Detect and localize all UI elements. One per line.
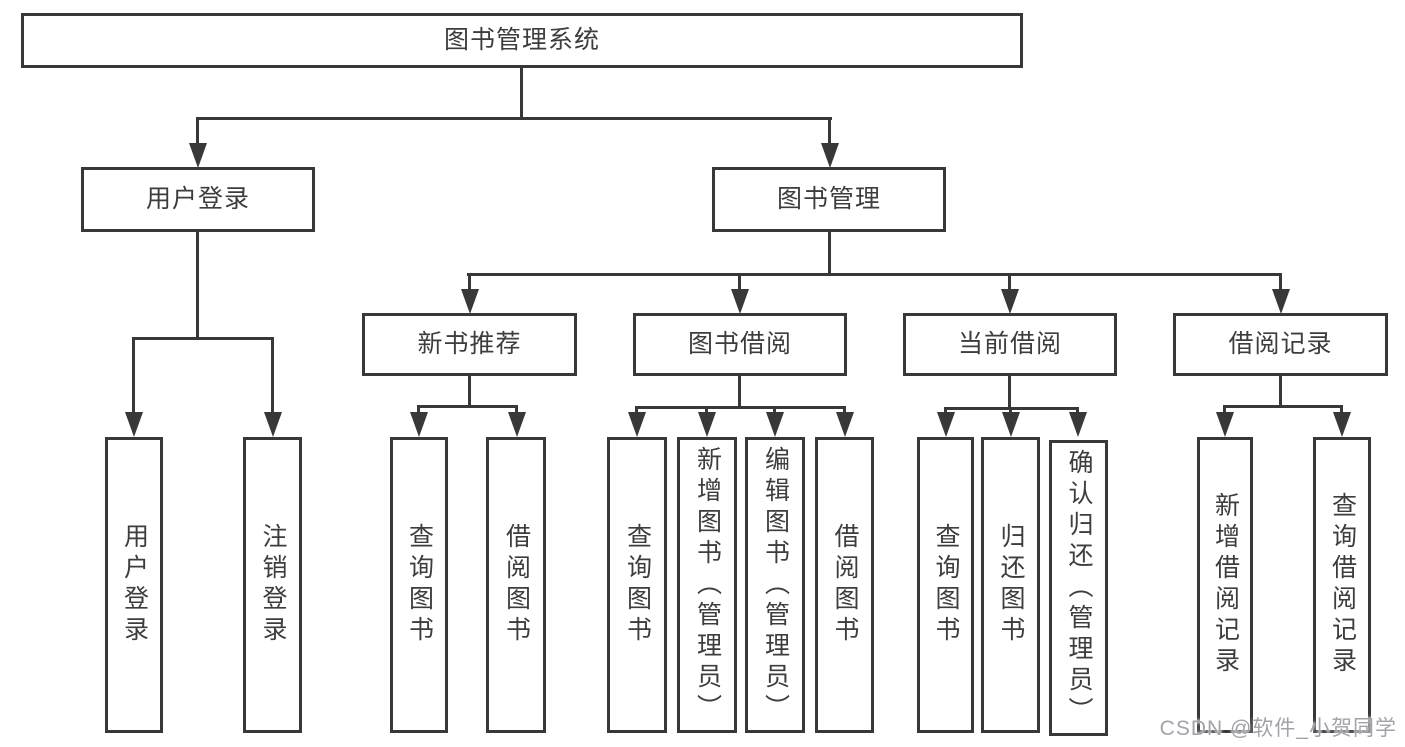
connector-records-bus (1223, 405, 1343, 408)
arrow-leaf-borrow-2 (836, 412, 854, 437)
connector-leaf9-stem (944, 407, 947, 415)
connector-root-stem (520, 68, 523, 117)
leaf-borrow-books-recommend: 借阅图书 (486, 437, 546, 733)
leaf-return-books: 归还图书 (981, 437, 1040, 733)
leaf-query-books-recommend: 查询图书 (390, 437, 448, 733)
arrow-leaf-query-2 (628, 412, 646, 437)
arrow-leaf-return (1002, 412, 1020, 437)
connector-leaf5-stem (635, 406, 638, 415)
leaf-borrow-books-recommend-label: 借阅图书 (502, 523, 531, 647)
connector-leaf12-stem (1223, 405, 1226, 415)
node-borrow-records-label: 借阅记录 (1228, 330, 1333, 358)
node-new-book-recommend-label: 新书推荐 (417, 330, 522, 358)
leaf-query-borrow-record-label: 查询借阅记录 (1328, 492, 1357, 678)
leaf-user-login-label: 用户登录 (120, 523, 149, 647)
node-book-borrow-label: 图书借阅 (687, 330, 792, 358)
node-root-label: 图书管理系统 (443, 26, 600, 54)
leaf-confirm-return-admin: 确认归还（管理员） (1049, 440, 1108, 736)
leaf-query-books-borrow: 查询图书 (607, 437, 667, 733)
connector-user-login-bus (132, 337, 273, 340)
connector-leaf4-stem (515, 405, 518, 415)
leaf-confirm-return-admin-label: 确认归还（管理员） (1065, 448, 1093, 728)
connector-leaf13-stem (1340, 405, 1343, 415)
connector-book-mgmt-down (828, 232, 831, 273)
leaf-add-borrow-record: 新增借阅记录 (1197, 437, 1253, 733)
arrow-user-login (189, 143, 207, 168)
connector-borrow-bus (635, 406, 845, 409)
leaf-logout: 注销登录 (243, 437, 302, 733)
node-book-mgmt-label: 图书管理 (776, 185, 881, 213)
arrow-leaf-edit-book (766, 412, 784, 437)
csdn-watermark: CSDN @软件_小贺同学 (1159, 717, 1397, 740)
leaf-query-books-current: 查询图书 (917, 437, 974, 733)
connector-user-login-down (196, 232, 199, 337)
connector-leaf-login-stem (132, 337, 135, 415)
arrow-leaf-add-book (698, 412, 716, 437)
leaf-query-books-recommend-label: 查询图书 (405, 523, 434, 647)
connector-leaf11-stem (1076, 407, 1079, 415)
node-current-borrow: 当前借阅 (903, 313, 1117, 376)
arrow-leaf-confirm-return (1069, 412, 1087, 437)
connector-leaf7-stem (773, 406, 776, 415)
connector-book-mgmt-stem (828, 117, 831, 147)
leaf-add-books-admin-label: 新增图书（管理员） (693, 445, 722, 725)
node-user-login-label: 用户登录 (145, 185, 250, 213)
arrow-leaf-login (125, 412, 143, 437)
leaf-borrow-books: 借阅图书 (815, 437, 874, 733)
connector-leaf8-stem (843, 406, 846, 415)
connector-leaf3-stem (417, 405, 420, 415)
arrow-leaf-query-1 (410, 412, 428, 437)
node-root: 图书管理系统 (21, 13, 1023, 68)
node-current-borrow-label: 当前借阅 (957, 330, 1062, 358)
leaf-query-books-current-label: 查询图书 (932, 523, 960, 647)
connector-book-mgmt-bus (467, 273, 1282, 276)
arrow-l3-records (1272, 289, 1290, 314)
arrow-leaf-add-record (1216, 412, 1234, 437)
arrow-leaf-logout (264, 412, 282, 437)
leaf-edit-books-admin: 编辑图书（管理员） (745, 437, 805, 733)
arrow-l3-borrow (731, 289, 749, 314)
connector-l3-borrow-stem (738, 273, 741, 291)
leaf-user-login: 用户登录 (105, 437, 163, 733)
leaf-return-books-label: 归还图书 (997, 523, 1025, 647)
connector-l3-current-stem (1008, 273, 1011, 291)
leaf-borrow-books-label: 借阅图书 (831, 523, 859, 647)
arrow-leaf-query-3 (937, 412, 955, 437)
arrow-book-mgmt (821, 143, 839, 168)
node-book-mgmt: 图书管理 (712, 167, 946, 232)
leaf-logout-label: 注销登录 (259, 523, 287, 647)
node-user-login: 用户登录 (81, 167, 315, 232)
leaf-add-borrow-record-label: 新增借阅记录 (1211, 492, 1240, 678)
connector-l3-recommend-stem (468, 273, 471, 291)
node-book-borrow: 图书借阅 (633, 313, 847, 376)
arrow-leaf-borrow-1 (508, 412, 526, 437)
connector-l3-records-stem (1279, 273, 1282, 291)
arrow-l3-recommend (461, 289, 479, 314)
arrow-l3-current (1001, 289, 1019, 314)
connector-leaf10-stem (1009, 407, 1012, 415)
leaf-add-books-admin: 新增图书（管理员） (677, 437, 737, 733)
connector-current-down (1008, 376, 1011, 407)
connector-recommend-bus (417, 405, 518, 408)
leaf-query-borrow-record: 查询借阅记录 (1313, 437, 1371, 733)
leaf-query-books-borrow-label: 查询图书 (623, 523, 652, 647)
connector-root-bus (197, 117, 832, 120)
connector-leaf-logout-stem (271, 337, 274, 415)
connector-user-login-stem (196, 117, 199, 147)
node-new-book-recommend: 新书推荐 (362, 313, 577, 376)
leaf-edit-books-admin-label: 编辑图书（管理员） (761, 445, 790, 725)
connector-records-down (1279, 376, 1282, 405)
node-borrow-records: 借阅记录 (1173, 313, 1388, 376)
connector-borrow-down (738, 376, 741, 406)
connector-recommend-down (468, 376, 471, 405)
arrow-leaf-query-record (1333, 412, 1351, 437)
connector-leaf6-stem (705, 406, 708, 415)
